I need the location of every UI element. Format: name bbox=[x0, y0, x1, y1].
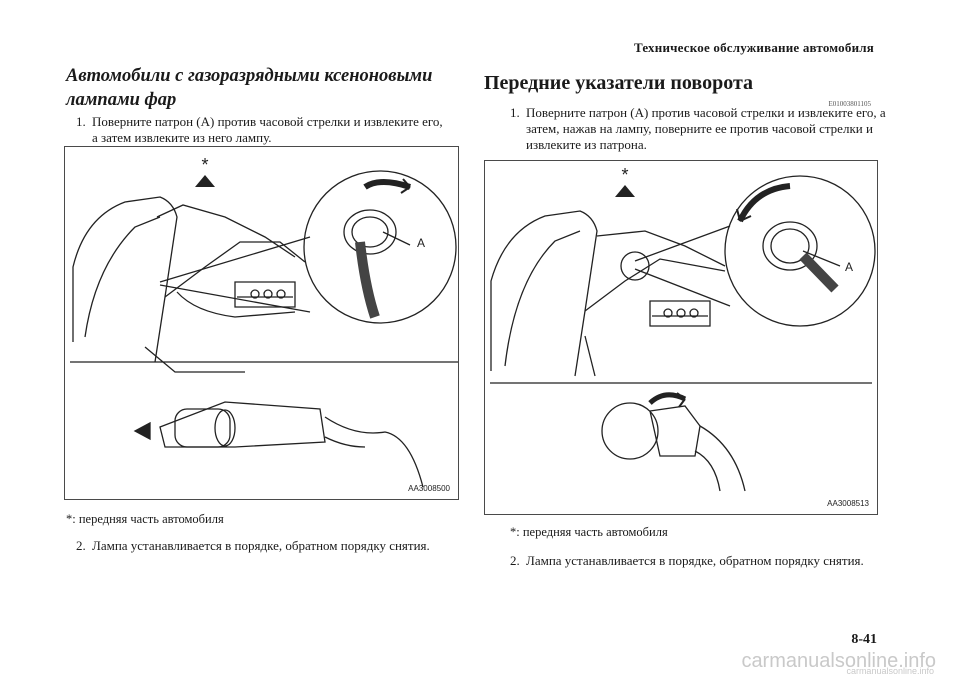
left-section-title: Автомобили с газоразрядными ксеноновыми … bbox=[66, 66, 433, 110]
right-figure-code: AA3008513 bbox=[827, 499, 869, 508]
right-figure: * A AA3008513 bbox=[484, 160, 878, 515]
right-step-1: 1. Поверните патрон (А) против часовой ст… bbox=[510, 105, 890, 153]
right-step-1-line-3: извлеките из патрона. bbox=[526, 137, 647, 152]
watermark-small: carmanualsonline.info bbox=[846, 666, 934, 676]
right-step-2-text: Лампа устанавливается в порядке, обратно… bbox=[526, 553, 864, 568]
watermark: carmanualsonline.info bbox=[741, 650, 936, 672]
right-section-code: E01003801105 bbox=[828, 100, 871, 108]
left-figure: * A AA3008500 bbox=[64, 146, 459, 500]
front-direction-arrow-icon bbox=[195, 175, 215, 187]
right-step-1-line-1: Поверните патрон (А) против часовой стре… bbox=[526, 105, 886, 120]
left-figure-star: * bbox=[201, 155, 208, 175]
left-step-1-number: 1. bbox=[76, 114, 86, 129]
right-step-2: 2. Лампа устанавливается в порядке, обрат… bbox=[510, 553, 890, 569]
right-step-1-number: 1. bbox=[510, 105, 520, 120]
left-step-2-number: 2. bbox=[76, 538, 86, 553]
left-step-1-line-1: Поверните патрон (А) против часовой стре… bbox=[92, 114, 443, 129]
right-illustration: * A AA3008513 bbox=[490, 165, 876, 508]
right-figure-star: * bbox=[621, 165, 628, 185]
right-step-1-line-2: затем, нажав на лампу, поверните ее прот… bbox=[526, 121, 873, 136]
left-step-2: 2. Лампа устанавливается в порядке, обрат… bbox=[76, 538, 466, 554]
page-number: 8-41 bbox=[851, 632, 877, 647]
front-direction-arrow-icon bbox=[615, 185, 635, 197]
right-note: *: передняя часть автомобиля bbox=[510, 525, 668, 539]
left-step-1-line-2: а затем извлеките из него лампу. bbox=[92, 130, 272, 145]
right-figure-label-a: A bbox=[845, 260, 853, 274]
section-header: Техническое обслуживание автомобиля bbox=[633, 40, 874, 55]
right-step-2-number: 2. bbox=[510, 553, 520, 568]
left-figure-label-a: A bbox=[417, 236, 425, 250]
left-step-2-text: Лампа устанавливается в порядке, обратно… bbox=[92, 538, 430, 553]
right-section-title: Передние указатели поворота bbox=[484, 72, 754, 94]
left-figure-code: AA3008500 bbox=[408, 484, 450, 493]
left-illustration: * A AA3008500 bbox=[70, 155, 458, 493]
left-note: *: передняя часть автомобиля bbox=[66, 512, 224, 526]
left-step-1: 1. Поверните патрон (А) против часовой ст… bbox=[76, 114, 466, 146]
